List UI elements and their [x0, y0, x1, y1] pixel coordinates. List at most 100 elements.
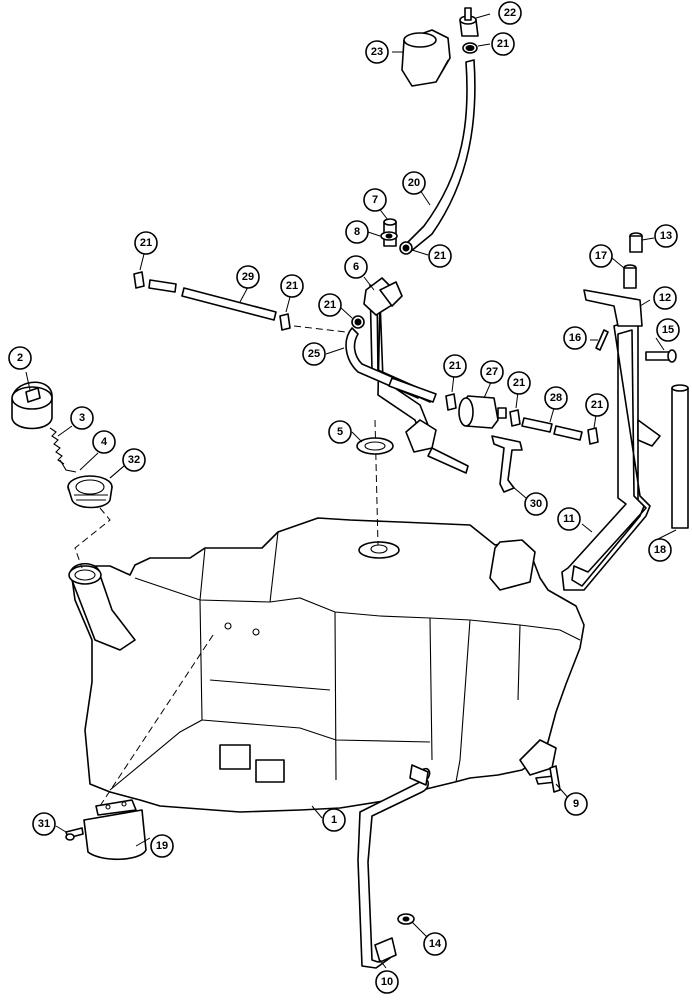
vent-hose-20 [405, 59, 476, 253]
bracket-30 [491, 435, 523, 493]
svg-text:30: 30 [530, 498, 542, 510]
hose-clamp [445, 393, 457, 411]
callout-14: 14 [423, 932, 447, 956]
callout-29: 29 [236, 265, 260, 289]
elbow-23 [401, 29, 451, 87]
callout-18: 18 [648, 538, 672, 562]
callout-20: 20 [402, 171, 426, 195]
svg-text:25: 25 [308, 348, 320, 360]
callout-30: 30 [524, 492, 548, 516]
callout-31: 31 [32, 812, 56, 836]
bolt-15 [645, 349, 677, 363]
washer-14 [397, 913, 415, 925]
svg-text:9: 9 [573, 798, 579, 810]
screw-31 [65, 827, 84, 841]
svg-text:31: 31 [38, 818, 50, 830]
svg-text:4: 4 [101, 436, 108, 448]
svg-text:19: 19 [156, 840, 168, 852]
hose-clamp [462, 42, 478, 54]
guard-19 [83, 799, 147, 861]
mounting-bracket-11 [561, 319, 661, 591]
svg-text:32: 32 [128, 454, 140, 466]
svg-text:21: 21 [591, 399, 603, 411]
svg-text:22: 22 [504, 7, 516, 19]
svg-text:21: 21 [497, 38, 509, 50]
svg-text:6: 6 [353, 261, 359, 273]
svg-text:12: 12 [659, 292, 671, 304]
callout-22: 22 [498, 1, 522, 25]
pin-16 [595, 329, 609, 351]
svg-text:11: 11 [563, 513, 575, 525]
fuel-tank [68, 517, 585, 813]
filler-cap [11, 381, 53, 430]
callout-2: 2 [8, 346, 32, 370]
hose-29 [148, 279, 277, 321]
fuel-filter-27 [458, 395, 507, 429]
svg-text:21: 21 [286, 280, 298, 292]
svg-text:21: 21 [324, 299, 336, 311]
svg-text:23: 23 [371, 46, 383, 58]
svg-text:18: 18 [654, 544, 666, 556]
pipe-18 [671, 384, 689, 529]
callout-11: 11 [557, 507, 581, 531]
callout-16: 16 [563, 326, 587, 350]
callout-27: 27 [480, 360, 504, 384]
callout-10: 10 [375, 970, 399, 994]
svg-text:21: 21 [434, 250, 446, 262]
callout-13: 13 [654, 224, 678, 248]
callout-12: 12 [653, 286, 677, 310]
callout-21: 21 [443, 354, 467, 378]
vent-cap-22 [459, 7, 479, 37]
svg-text:29: 29 [242, 271, 254, 283]
callout-28: 28 [544, 386, 568, 410]
hose-clamp [399, 241, 413, 255]
callout-17: 17 [589, 244, 613, 268]
callout-21: 21 [280, 274, 304, 298]
callout-7: 7 [363, 188, 387, 212]
svg-text:10: 10 [381, 976, 393, 988]
hose-clamp [587, 427, 599, 445]
tank-strap [357, 764, 431, 969]
callout-21: 21 [318, 293, 342, 317]
svg-text:21: 21 [449, 360, 461, 372]
callout-3: 3 [70, 406, 94, 430]
svg-text:17: 17 [595, 250, 607, 262]
callout-32: 32 [122, 448, 146, 472]
washer-8 [380, 231, 398, 241]
callout-5: 5 [328, 420, 352, 444]
leader-lines [25, 13, 677, 969]
filler-seal [67, 475, 113, 509]
cap-spring [49, 427, 77, 473]
svg-text:2: 2 [17, 352, 23, 364]
callout-21: 21 [585, 393, 609, 417]
svg-text:21: 21 [513, 377, 525, 389]
bolt-17 [623, 264, 637, 289]
callout-4: 4 [92, 430, 116, 454]
svg-text:13: 13 [660, 230, 672, 242]
svg-text:28: 28 [550, 392, 562, 404]
callout-21: 21 [428, 244, 452, 268]
hose-clamp [133, 271, 145, 289]
svg-text:5: 5 [337, 426, 343, 438]
callout-21: 21 [134, 231, 158, 255]
callout-23: 23 [365, 40, 389, 64]
hose-clamp [279, 313, 291, 331]
hose-clamp [351, 315, 365, 329]
svg-text:7: 7 [372, 194, 378, 206]
svg-text:1: 1 [331, 814, 337, 826]
callout-9: 9 [564, 792, 588, 816]
callout-15: 15 [656, 318, 680, 342]
callout-6: 6 [344, 255, 368, 279]
svg-text:21: 21 [140, 237, 152, 249]
callout-8: 8 [345, 220, 369, 244]
svg-text:16: 16 [569, 332, 581, 344]
svg-text:14: 14 [429, 938, 442, 950]
svg-text:15: 15 [662, 324, 674, 336]
bracket-12 [583, 289, 643, 327]
bolt-13 [629, 232, 643, 253]
callout-25: 25 [302, 342, 326, 366]
callout-21: 21 [507, 371, 531, 395]
hose-clamp [509, 409, 521, 427]
callout-21: 21 [491, 32, 515, 56]
